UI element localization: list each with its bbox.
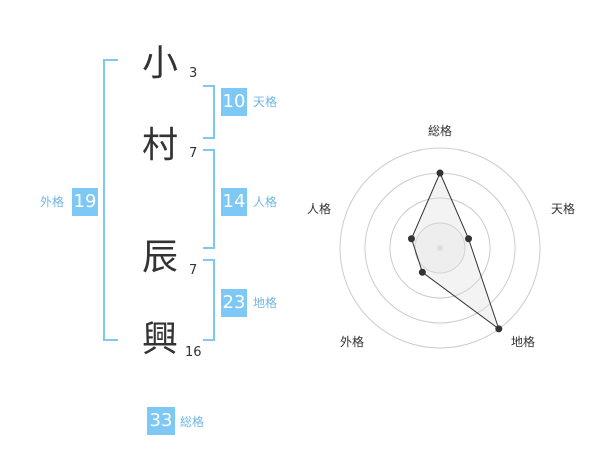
radar-point [465,235,473,243]
jin-badge: 14 [221,188,247,216]
stroke-count-2: 7 [189,146,198,161]
name-char-3: 辰 [142,237,179,278]
radar-point [436,169,444,177]
radar-point [495,325,503,333]
stroke-count-3: 7 [189,263,198,278]
radar-ring [339,147,541,349]
radar-axis-label-jin: 人格 [307,202,332,216]
stroke-count-1: 3 [189,66,198,81]
name-char-2: 村 [142,125,179,166]
chi-label: 地格 [253,296,278,310]
ten-label: 天格 [253,95,278,109]
radar-axis-label-gai: 外格 [340,335,365,349]
outer-bracket [103,59,118,341]
radar-ring [389,197,491,299]
gai-label: 外格 [40,195,65,209]
radar-polygon [410,171,500,331]
name-char-4: 興 [142,319,179,360]
radar-point [407,235,415,243]
chi-bracket [203,259,215,341]
radar-center-dot [437,245,443,251]
ten-badge: 10 [221,88,247,116]
gai-badge: 19 [72,188,98,216]
stroke-count-4: 16 [185,345,202,360]
chi-badge: 23 [221,289,247,317]
ten-bracket [203,85,215,139]
radar-axis-label-chi: 地格 [511,335,536,349]
so-label: 総格 [180,415,205,429]
jin-label: 人格 [253,195,278,209]
radar-axis-label-so: 総格 [428,124,453,138]
radar-axis-label-ten: 天格 [551,202,576,216]
so-badge: 33 [147,407,175,435]
jin-bracket [203,149,215,249]
name-char-1: 小 [142,43,179,84]
radar-point [418,268,426,276]
radar-points [407,169,503,333]
